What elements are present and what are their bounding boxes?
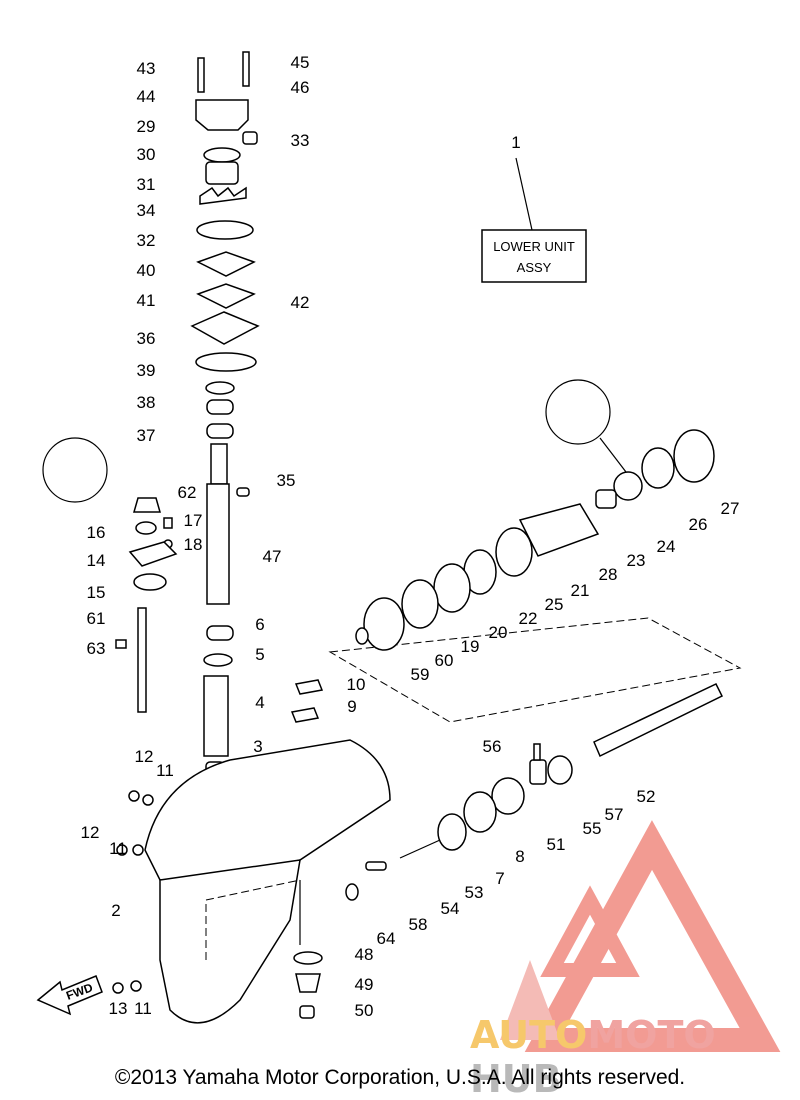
lower-unit-assy-box: LOWER UNIT ASSY	[481, 157, 587, 283]
title-line-2: ASSY	[517, 260, 552, 275]
callout-53: 53	[465, 883, 484, 902]
callout-12: 12	[81, 823, 100, 842]
callout-35: 35	[277, 471, 296, 490]
callout-49: 49	[355, 975, 374, 994]
fwd-arrow: FWD	[36, 975, 103, 1016]
callout-11: 11	[156, 761, 174, 780]
callout-3: 3	[253, 737, 262, 756]
copyright-notice: ©2013 Yamaha Motor Corporation, U.S.A. A…	[114, 1066, 686, 1089]
callout-47: 47	[263, 547, 282, 566]
callout-39: 39	[137, 361, 156, 380]
callout-21: 21	[571, 581, 590, 600]
callout-1: 1	[511, 133, 520, 152]
callout-15: 15	[87, 583, 106, 602]
callout-11: 11	[109, 839, 127, 858]
callout-13: 13	[109, 999, 128, 1018]
callout-33: 33	[291, 131, 310, 150]
callout-5: 5	[255, 645, 264, 664]
callout-32: 32	[137, 231, 156, 250]
callout-38: 38	[137, 393, 156, 412]
callout-4: 4	[255, 693, 264, 712]
callout-34: 34	[137, 201, 156, 220]
callout-59: 59	[411, 665, 430, 684]
callout-30: 30	[137, 145, 156, 164]
callout-11: 11	[134, 999, 152, 1018]
callout-22: 22	[519, 609, 538, 628]
lower-casing	[112, 679, 391, 1024]
callout-46: 46	[291, 78, 310, 97]
callout-60: 60	[435, 651, 454, 670]
propeller-shaft-assembly	[328, 379, 742, 901]
shift-rod-stack	[42, 437, 178, 713]
callout-43: 43	[137, 59, 156, 78]
callout-20: 20	[489, 623, 508, 642]
watermark-logo	[500, 820, 781, 1052]
watermark-text: AUTOMOTO HUB	[470, 1013, 800, 1100]
callout-52: 52	[637, 787, 656, 806]
callout-44: 44	[137, 87, 156, 106]
callout-16: 16	[87, 523, 106, 542]
callout-9: 9	[347, 697, 356, 716]
callout-61: 61	[87, 609, 106, 628]
water-pump-stack	[190, 51, 260, 785]
callout-17: 17	[184, 511, 203, 530]
callout-25: 25	[545, 595, 564, 614]
callout-48: 48	[355, 945, 374, 964]
callout-45: 45	[291, 53, 310, 72]
callout-63: 63	[87, 639, 106, 658]
callout-51: 51	[547, 835, 566, 854]
callout-41: 41	[137, 291, 156, 310]
callout-64: 64	[377, 929, 396, 948]
callout-54: 54	[441, 899, 460, 918]
watermark-part-hub: HUB	[470, 1057, 562, 1100]
callout-14: 14	[87, 551, 106, 570]
callout-19: 19	[461, 637, 480, 656]
callout-12: 12	[135, 747, 154, 766]
watermark-part-auto: AUTO	[470, 1013, 588, 1057]
callout-23: 23	[627, 551, 646, 570]
callout-40: 40	[137, 261, 156, 280]
callout-36: 36	[137, 329, 156, 348]
callout-26: 26	[689, 515, 708, 534]
callout-18: 18	[184, 535, 203, 554]
callout-6: 6	[255, 615, 264, 634]
callout-42: 42	[291, 293, 310, 312]
callout-57: 57	[605, 805, 624, 824]
callout-28: 28	[599, 565, 618, 584]
callout-50: 50	[355, 1001, 374, 1020]
callout-62: 62	[178, 483, 197, 502]
callout-37: 37	[137, 426, 156, 445]
callout-10: 10	[347, 675, 366, 694]
callout-29: 29	[137, 117, 156, 136]
callout-27: 27	[721, 499, 740, 518]
callout-8: 8	[515, 847, 524, 866]
callout-56: 56	[483, 737, 502, 756]
callout-24: 24	[657, 537, 676, 556]
callout-58: 58	[409, 915, 428, 934]
callout-31: 31	[137, 175, 156, 194]
title-line-1: LOWER UNIT	[493, 239, 575, 254]
callout-55: 55	[583, 819, 602, 838]
callout-7: 7	[495, 869, 504, 888]
watermark-part-moto: MOTO	[587, 1013, 716, 1057]
callout-2: 2	[111, 901, 120, 920]
